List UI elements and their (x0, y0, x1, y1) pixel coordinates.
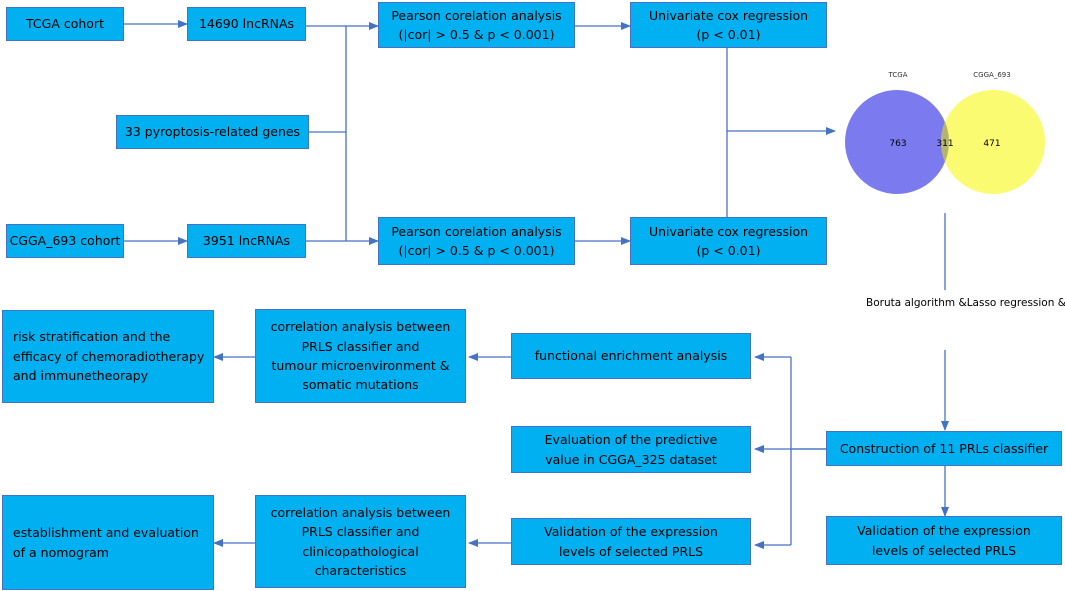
text-line: risk stratification and the (13, 329, 171, 345)
box-cox-bottom: Univariate cox regression (p < 0.01) (630, 217, 827, 265)
text-line: PRLS classifier and (301, 338, 420, 354)
text-line: Univariate cox regression (648, 7, 809, 23)
text-line: levels of selected PRLS (871, 542, 1017, 558)
box-nomogram: establishment and evaluation of a nomogra… (2, 495, 214, 590)
text-line: levels of selected PRLS (558, 543, 704, 559)
box-construction-classifier: Construction of 11 PRLs classifier (826, 431, 1062, 466)
venn-label-cgga: CGGA_693 (973, 71, 1010, 79)
box-pyroptosis-genes: 33 pyroptosis-related genes (116, 115, 309, 149)
text-line: Pearson corelation analysis (391, 223, 562, 239)
box-validation-mid: Validation of the expression levels of se… (511, 518, 751, 565)
venn-diagram: TCGA CGGA_693 763 311 471 (845, 71, 1045, 194)
text-line: Boruta algorithm & (866, 297, 967, 309)
box-pearson-top: Pearson corelation analysis (|cor| > 0.5 … (378, 2, 575, 48)
text-line: somatic mutations (302, 377, 419, 393)
text-line: 33 pyroptosis-related genes (124, 124, 301, 140)
text-line: establishment and evaluation (13, 525, 199, 541)
text-line: characteristics (314, 562, 407, 578)
text-line: (p < 0.01) (696, 243, 761, 258)
text-line: functional enrichment analysis (534, 348, 728, 364)
text-line: Validation of the expression (857, 523, 1031, 539)
text-line: correlation analysis between (270, 319, 451, 335)
method-label: Boruta algorithm &Lasso regression &Mult… (866, 294, 1065, 314)
box-cgga-cohort: CGGA_693 cohort (6, 224, 124, 258)
venn-count-overlap: 311 (936, 139, 953, 149)
text-line: tumour microenvironment & (271, 358, 450, 373)
venn-circle-cgga (941, 90, 1045, 194)
text-line: clinicopathological (302, 543, 419, 559)
text-line: TCGA cohort (26, 16, 104, 32)
box-lnc-tcga: 14690 lncRNAs (187, 7, 306, 41)
text-line: correlation analysis between (270, 504, 451, 520)
text-line: of a nomogram (13, 544, 109, 560)
venn-count-right: 471 (983, 139, 1000, 149)
box-validation-right: Validation of the expression levels of se… (826, 516, 1062, 565)
box-pearson-bottom: Pearson corelation analysis (|cor| > 0.5 … (378, 217, 575, 265)
text-line: and immunetheorapy (13, 368, 149, 384)
text-line: (p < 0.01) (696, 27, 761, 42)
text-line: Construction of 11 PRLs classifier (839, 440, 1049, 456)
text-line: Validation of the expression (544, 524, 718, 540)
box-tcga-cohort: TCGA cohort (6, 7, 124, 41)
text-line: Evaluation of the predictive (544, 432, 718, 448)
text-line: CGGA_693 cohort (9, 233, 121, 249)
text-line: PRLS classifier and (301, 524, 420, 540)
text-line: 3951 lncRNAs (202, 233, 291, 249)
text-line: efficacy of chemoradiotherapy (13, 348, 205, 364)
venn-label-tcga: TCGA (888, 71, 908, 79)
text-line: Lasso regression & (966, 297, 1065, 309)
box-cox-top: Univariate cox regression (p < 0.01) (630, 2, 827, 48)
text-line: 14690 lncRNAs (198, 16, 295, 32)
text-line: (|cor| > 0.5 & p < 0.001) (398, 27, 555, 42)
text-line: Univariate cox regression (648, 223, 809, 239)
box-evaluation-predictive: Evaluation of the predictive value in CGG… (511, 426, 751, 473)
text-line: value in CGGA_325 dataset (545, 451, 717, 467)
box-risk-stratification: risk stratification and the efficacy of c… (2, 310, 214, 403)
venn-circle-tcga (845, 90, 949, 194)
venn-overlap (940, 122, 950, 162)
box-lnc-cgga: 3951 lncRNAs (187, 224, 306, 258)
text-line: (|cor| > 0.5 & p < 0.001) (398, 243, 555, 258)
box-functional-enrichment: functional enrichment analysis (511, 333, 751, 379)
venn-count-left: 763 (889, 139, 906, 149)
text-line: Pearson corelation analysis (391, 7, 562, 23)
